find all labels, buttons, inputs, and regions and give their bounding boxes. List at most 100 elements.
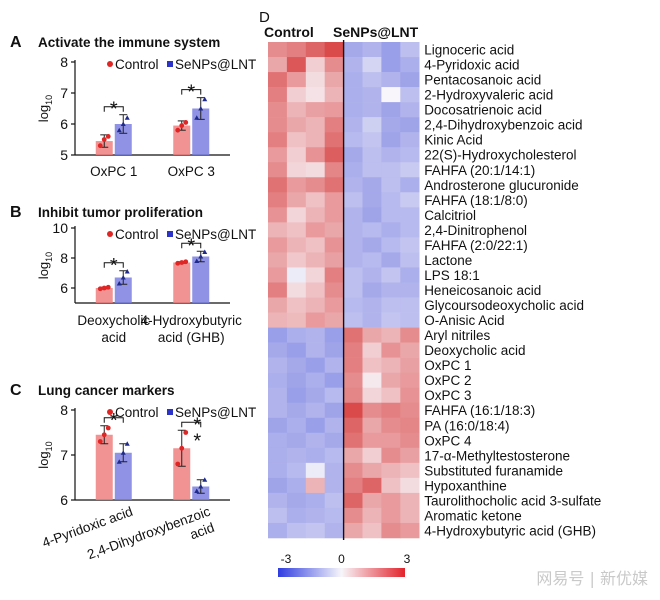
row-label: Lignoceric acid	[424, 43, 514, 58]
heatmap-cell	[343, 222, 363, 238]
category-label: acid	[101, 330, 126, 345]
heatmap-cell	[343, 177, 363, 193]
heatmap-cell	[362, 312, 382, 328]
panel-title: Lung cancer markers	[38, 383, 175, 398]
heatmap-cell	[343, 42, 363, 58]
heatmap-cell	[381, 477, 401, 494]
heatmap-cell	[400, 72, 420, 88]
heatmap-cell	[268, 357, 288, 373]
heatmap-cell	[268, 117, 288, 133]
heatmap-cell	[324, 147, 344, 163]
row-label: FAHFA (20:1/14:1)	[424, 163, 535, 178]
heatmap-cell	[381, 132, 401, 148]
row-label: Androsterone glucuronide	[424, 178, 579, 193]
heatmap-cell	[324, 327, 344, 343]
heatmap-cell	[305, 432, 325, 449]
heatmap-cell	[362, 297, 382, 313]
heatmap-cell	[400, 372, 420, 388]
heatmap-cell	[268, 237, 288, 253]
heatmap-cell	[268, 462, 288, 479]
heatmap-cell	[268, 282, 288, 298]
heatmap-cell	[268, 387, 288, 404]
heatmap-cell	[286, 87, 307, 103]
heatmap-cell	[305, 72, 325, 88]
heatmap-cell	[381, 432, 401, 449]
heatmap-cell	[381, 492, 401, 509]
heatmap-cell	[381, 357, 401, 373]
significance-bracket	[181, 89, 202, 95]
y-tick-label: 5	[60, 147, 68, 163]
heatmap-cell	[286, 297, 307, 313]
heatmap-cell	[343, 117, 363, 133]
heatmap-cell	[286, 162, 307, 178]
heatmap-cell	[324, 447, 344, 464]
heatmap-cell	[286, 147, 307, 163]
heatmap-cell	[362, 237, 382, 253]
heatmap-cell	[381, 417, 401, 434]
heatmap-cell	[381, 102, 401, 118]
heatmap-cell	[362, 87, 382, 103]
heatmap-cell	[305, 342, 325, 358]
data-point	[194, 488, 200, 493]
heatmap-cell	[400, 57, 420, 73]
row-label: Kinic Acid	[424, 133, 483, 148]
heatmap-cell	[268, 192, 288, 208]
heatmap-cell	[305, 177, 325, 193]
heatmap-cell	[362, 267, 382, 283]
heatmap-cell	[400, 507, 420, 524]
y-tick-label: 6	[60, 280, 68, 296]
data-point	[97, 286, 103, 292]
heatmap-cell	[362, 492, 382, 509]
heatmap-cell	[305, 132, 325, 148]
heatmap-cell	[305, 447, 325, 464]
heatmap-cell	[381, 387, 401, 404]
heatmap-cell	[286, 282, 307, 298]
heatmap-cell	[381, 237, 401, 253]
heatmap-cell	[343, 417, 363, 434]
heatmap-cell	[324, 372, 344, 388]
heatmap-cell	[286, 267, 307, 283]
heatmap-cell	[400, 342, 420, 358]
heatmap-cell	[343, 282, 363, 298]
significance-bracket	[181, 242, 202, 249]
heatmap-cell	[305, 237, 325, 253]
heatmap-cell	[286, 102, 307, 118]
heatmap-cell	[400, 207, 420, 223]
heatmap-cell	[362, 372, 382, 388]
heatmap-cell	[362, 432, 382, 449]
heatmap-cell	[305, 357, 325, 373]
heatmap-cell	[400, 162, 420, 178]
data-point	[179, 445, 185, 451]
group-label-treated: SeNPs@LNT	[333, 24, 419, 40]
heatmap-cell	[400, 492, 420, 509]
heatmap-cell	[268, 222, 288, 238]
heatmap-cell	[305, 507, 325, 524]
row-label: 4-Hydroxybutyric acid (GHB)	[424, 523, 596, 538]
heatmap-cell	[381, 312, 401, 328]
heatmap-cell	[286, 252, 307, 268]
heatmap-cell	[362, 282, 382, 298]
heatmap-cell	[286, 342, 307, 358]
data-point	[202, 249, 208, 254]
heatmap-cell	[268, 522, 288, 539]
heatmap-cell	[400, 42, 420, 58]
heatmap-cell	[305, 87, 325, 103]
heatmap-cell	[286, 177, 307, 193]
row-label: O-Anisic Acid	[424, 313, 504, 328]
heatmap-cell	[324, 42, 344, 58]
heatmap-cell	[362, 162, 382, 178]
heatmap-cell	[400, 432, 420, 449]
heatmap-cell	[305, 117, 325, 133]
heatmap-cell	[400, 447, 420, 464]
panel-letter: C	[10, 382, 22, 399]
y-tick-label: 8	[60, 250, 68, 266]
y-tick-label: 6	[60, 116, 68, 132]
data-point	[175, 260, 181, 266]
panel-letter: A	[10, 34, 22, 51]
heatmap-cell	[324, 462, 344, 479]
heatmap-cell	[343, 192, 363, 208]
heatmap-cell	[286, 522, 307, 539]
significance-bracket	[103, 106, 124, 112]
heatmap-cell	[305, 417, 325, 434]
